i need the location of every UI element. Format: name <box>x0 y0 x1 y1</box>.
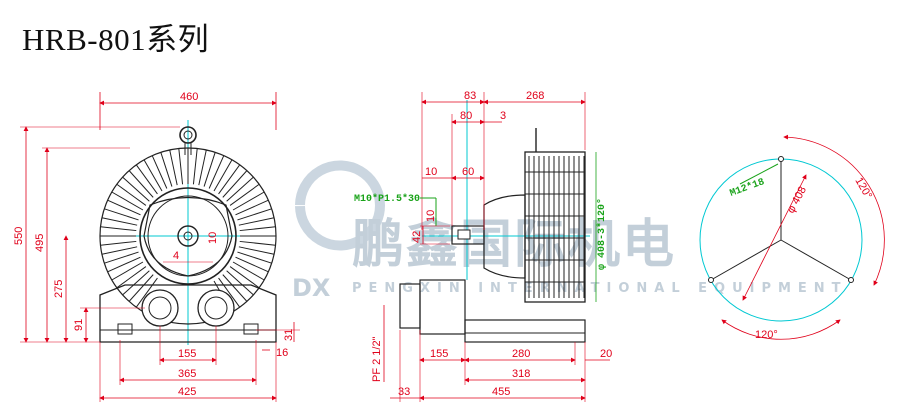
fin <box>226 176 254 202</box>
flange-view: φ 408 M12*18 120° 120° <box>699 134 885 341</box>
fin <box>235 256 269 273</box>
fin <box>222 170 248 198</box>
fin <box>128 274 154 302</box>
dim-495: 495 <box>34 234 46 252</box>
dim-83: 83 <box>464 90 476 102</box>
dim-365: 365 <box>178 368 196 380</box>
fin <box>238 246 275 255</box>
watermark-chinese: 鹏鑫国际机电 <box>352 215 676 275</box>
watermark-english: PENGXIN INTERNATIONAL EQUIPMENT <box>352 281 848 296</box>
dim-268: 268 <box>526 90 544 102</box>
dim-280: 280 <box>512 348 530 360</box>
dim-31: 31 <box>283 329 295 341</box>
dim-91: 91 <box>73 319 85 331</box>
dim-10-side: 10 <box>425 166 437 178</box>
fin <box>178 148 184 185</box>
fin <box>101 246 138 255</box>
fin <box>116 266 147 289</box>
dim-20: 20 <box>600 348 612 360</box>
fin <box>160 152 173 187</box>
lifting-eye-icon <box>179 126 197 144</box>
fin <box>107 199 141 216</box>
fin <box>213 159 233 192</box>
fin <box>232 191 265 211</box>
side-fins <box>525 156 585 298</box>
dim-10-side-v: 10 <box>425 210 437 222</box>
front-view: 460 550 495 275 91 10 4 155 365 425 31 <box>13 91 300 402</box>
fin <box>107 256 141 273</box>
dim-318: 318 <box>512 368 530 380</box>
fin <box>116 183 147 206</box>
angle-bottom: 120° <box>755 329 778 341</box>
fin <box>122 176 150 202</box>
inlet-port <box>141 289 179 327</box>
dim-80: 80 <box>460 110 472 122</box>
fin <box>100 226 137 232</box>
pipe-spec: PF 2 1/2" <box>371 336 383 382</box>
fin <box>111 261 144 281</box>
side-view: 83 268 80 3 10 60 M10*P1.5*30 10 42 φ 40… <box>354 90 612 402</box>
thread-spec: M10*P1.5*30 <box>354 193 420 205</box>
fin <box>169 149 178 186</box>
dim-33: 33 <box>398 386 410 398</box>
dim-4: 4 <box>173 250 179 262</box>
fin <box>111 191 144 211</box>
flange-diameter: φ 408 <box>785 185 809 216</box>
dim-425: 425 <box>178 386 196 398</box>
fin <box>229 266 260 289</box>
fin <box>101 217 138 226</box>
dim-60: 60 <box>462 166 474 178</box>
bolt-hole-top <box>778 156 784 162</box>
fin <box>151 155 168 189</box>
bolt-circle-spec: φ 408-3*120° <box>596 198 608 270</box>
fin <box>135 164 158 195</box>
fin <box>237 208 272 221</box>
fin <box>229 183 260 206</box>
watermark-logo-icon <box>295 160 385 251</box>
dim-550: 550 <box>13 227 25 245</box>
fin <box>218 277 241 308</box>
fin <box>218 164 241 195</box>
dim-155-side: 155 <box>430 348 448 360</box>
fin <box>104 208 139 221</box>
fin <box>192 148 198 185</box>
dim-42: 42 <box>411 231 423 243</box>
bolt-hole-left <box>708 277 714 283</box>
dim-3: 3 <box>500 110 506 122</box>
fin <box>226 270 254 296</box>
fin <box>238 217 275 226</box>
fin <box>203 152 216 187</box>
fin <box>135 277 158 308</box>
dim-10-front: 10 <box>207 232 219 244</box>
fin <box>100 240 137 246</box>
fin <box>143 159 163 192</box>
fin <box>208 155 225 189</box>
fin <box>232 261 265 281</box>
dim-275: 275 <box>53 280 65 298</box>
side-base <box>464 319 586 343</box>
outlet-port <box>197 289 235 327</box>
blower-housing <box>524 151 586 303</box>
fin <box>235 199 269 216</box>
fin <box>128 170 154 198</box>
fin <box>222 274 248 302</box>
dim-16: 16 <box>276 347 288 359</box>
fin <box>122 270 150 296</box>
dim-155-front: 155 <box>178 348 196 360</box>
fin <box>198 149 207 186</box>
dim-460: 460 <box>180 91 198 103</box>
bolt-hole-right <box>848 277 854 283</box>
angle-top: 120° <box>852 176 874 202</box>
fin <box>237 251 272 264</box>
watermark-logo-text: DX <box>292 274 331 302</box>
fin <box>239 240 276 246</box>
dim-455: 455 <box>492 386 510 398</box>
fin <box>104 251 139 264</box>
page-title: HRB-801系列 <box>22 22 210 57</box>
fin <box>239 226 276 232</box>
